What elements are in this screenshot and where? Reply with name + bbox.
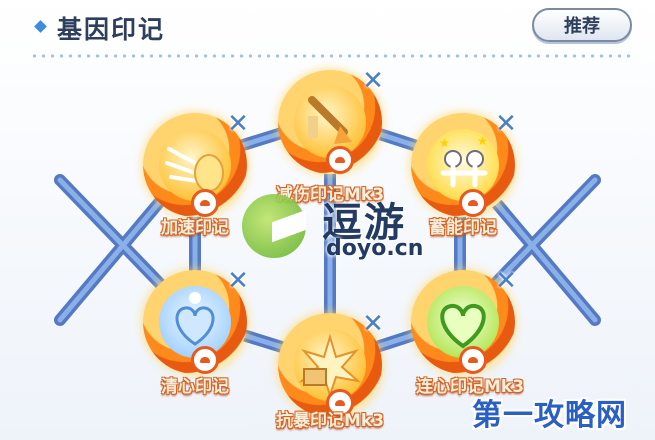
dna-badge-icon: [459, 189, 487, 217]
title-divider: [30, 54, 630, 58]
speed-hand-icon: [165, 147, 224, 192]
heart-shield-icon: [175, 292, 215, 346]
remove-mark-jianshang-icon[interactable]: ✕: [362, 66, 384, 96]
dna-badge-icon: [191, 189, 219, 217]
watermark-site: 第一攻略网: [472, 398, 627, 433]
green-heart-icon: [440, 303, 486, 349]
remove-mark-xuneng-icon[interactable]: ✕: [495, 109, 517, 139]
mark-label-jiasu: 加速印记: [161, 218, 229, 238]
sword-shield-icon: [308, 96, 352, 144]
dna-badge-icon: [326, 389, 354, 417]
mark-label-kangbao: 抗暴印记Mk3: [275, 411, 385, 431]
remove-mark-lianxin-icon[interactable]: ✕: [495, 266, 517, 296]
recommend-button[interactable]: 推荐: [532, 8, 632, 42]
mark-label-jianshang: 减伤印记Mk3: [275, 185, 385, 205]
mark-node-xuneng[interactable]: ★ ★ ✕: [411, 109, 517, 217]
mark-label-lianxin: 连心印记Mk3: [415, 377, 525, 397]
mark-node-kangbao[interactable]: ✕: [278, 309, 384, 417]
doyo-logo-icon: [242, 194, 306, 258]
panel-title: 基因印记: [57, 15, 166, 44]
remove-mark-kangbao-icon[interactable]: ✕: [362, 309, 384, 339]
dna-badge-icon: [191, 346, 219, 374]
watermark-url: doyo.cn: [326, 236, 424, 261]
dna-badge-icon: [326, 146, 354, 174]
svg-text:★: ★: [477, 134, 488, 148]
svg-text:★: ★: [439, 136, 450, 150]
mark-node-jianshang[interactable]: ✕: [278, 66, 384, 174]
watermark-brand: 逗游: [322, 200, 406, 246]
mark-label-xuneng: 蓄能印记: [429, 218, 497, 238]
mark-node-jiasu[interactable]: ✕: [143, 109, 249, 217]
remove-mark-jiasu-icon[interactable]: ✕: [227, 109, 249, 139]
mark-node-qingxin[interactable]: ✕: [143, 266, 249, 374]
mark-node-lianxin[interactable]: ✕: [411, 266, 517, 374]
cheering-figures-icon: ★ ★: [439, 134, 488, 188]
remove-mark-qingxin-icon[interactable]: ✕: [227, 266, 249, 296]
mark-label-qingxin: 清心印记: [161, 377, 229, 397]
burst-icon: [298, 333, 362, 399]
dna-badge-icon: [459, 346, 487, 374]
